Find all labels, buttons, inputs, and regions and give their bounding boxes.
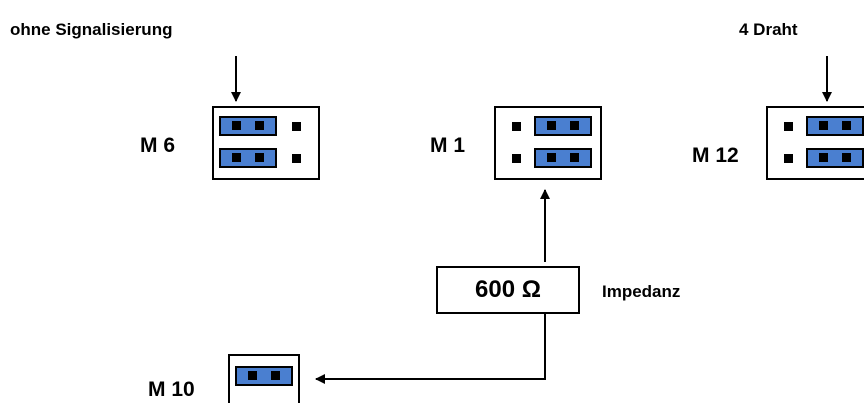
- pin: [819, 153, 828, 162]
- jumper-m1-bottom: [534, 148, 592, 168]
- pin: [819, 121, 828, 130]
- pin: [512, 154, 521, 163]
- impedance-value: 600 Ω: [475, 276, 541, 303]
- pin: [292, 154, 301, 163]
- pin: [547, 121, 556, 130]
- jumper-m6-bottom: [219, 148, 277, 168]
- jumper-block-m10: [228, 354, 300, 403]
- label-m12: M 12: [692, 144, 739, 167]
- jumper-block-m1: [494, 106, 602, 180]
- jumper-block-m12: [766, 106, 864, 180]
- label-m10: M 10: [148, 378, 195, 401]
- jumper-m12-bottom: [806, 148, 864, 168]
- pin: [570, 153, 579, 162]
- pin: [271, 371, 280, 380]
- jumper-m1-top: [534, 116, 592, 136]
- label-m6: M 6: [140, 134, 176, 157]
- pin: [784, 122, 793, 131]
- pin: [842, 121, 851, 130]
- jumper-m6-top: [219, 116, 277, 136]
- impedance-box: 600 Ω: [436, 266, 580, 314]
- pin: [292, 122, 301, 131]
- label-m1: M 1: [430, 134, 466, 157]
- pin: [232, 121, 241, 130]
- wire-to-m10: [328, 313, 546, 380]
- pin: [784, 154, 793, 163]
- pin: [255, 153, 264, 162]
- pin: [255, 121, 264, 130]
- pin: [570, 121, 579, 130]
- label-ohne-signalisierung: ohne Signalisierung: [10, 20, 173, 39]
- jumper-m12-top: [806, 116, 864, 136]
- label-4-draht: 4 Draht: [739, 20, 798, 39]
- pin: [547, 153, 556, 162]
- pin: [512, 122, 521, 131]
- jumper-block-m6: [212, 106, 320, 180]
- jumper-m10: [235, 366, 293, 386]
- label-impedanz: Impedanz: [602, 282, 681, 301]
- pin: [842, 153, 851, 162]
- pin: [232, 153, 241, 162]
- pin: [248, 371, 257, 380]
